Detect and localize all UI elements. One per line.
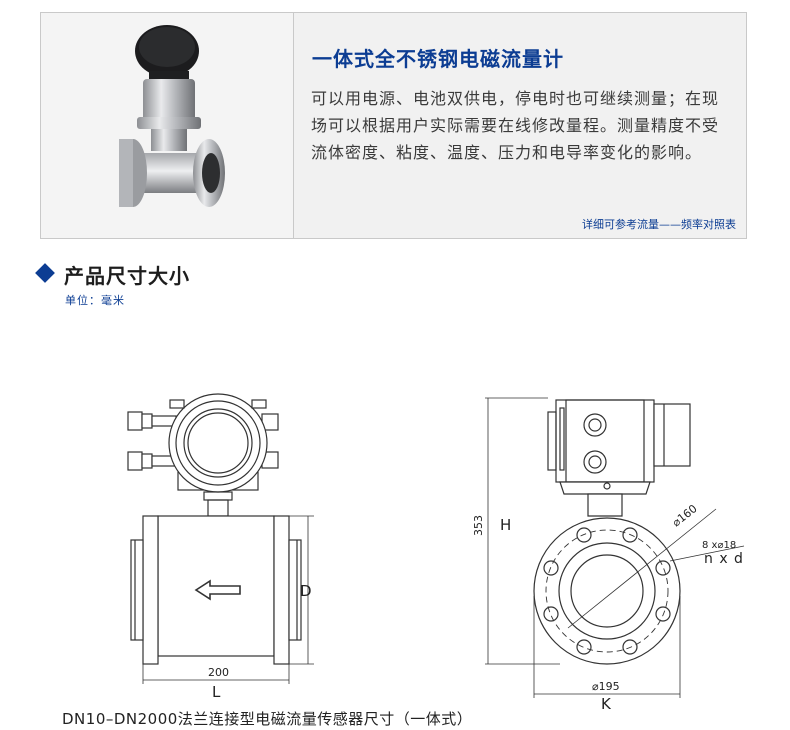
height-value: 353	[472, 515, 485, 536]
flange-diameter-value: ⌀195	[592, 680, 620, 693]
drawing-caption: DN10–DN2000法兰连接型电磁流量传感器尺寸（一体式）	[62, 710, 473, 728]
flange-diameter-label: K	[601, 695, 612, 713]
frequency-table-link[interactable]: 详细可参考流量——频率对照表	[582, 218, 736, 231]
diameter-label: D	[300, 582, 312, 600]
section-title: 产品尺寸大小	[64, 264, 190, 288]
end-view	[485, 397, 745, 698]
unit-label: 单位：毫米	[65, 294, 125, 307]
product-title: 一体式全不锈钢电磁流量计	[312, 47, 564, 71]
product-card: 一体式全不锈钢电磁流量计 可以用电源、电池双供电，停电时也可继续测量；在现场可以…	[40, 12, 747, 239]
side-view	[127, 393, 314, 684]
length-label: L	[212, 683, 221, 701]
bolt-holes-value: 8 x⌀18	[702, 540, 736, 551]
product-description: 可以用电源、电池双供电，停电时也可继续测量；在现场可以根据用户实际需要在线修改量…	[311, 89, 720, 162]
product-photo	[41, 13, 294, 238]
length-value: 200	[208, 666, 229, 679]
height-label: H	[500, 516, 511, 534]
flowmeter-image	[119, 25, 225, 207]
bolt-holes-label: n x d	[704, 551, 744, 567]
